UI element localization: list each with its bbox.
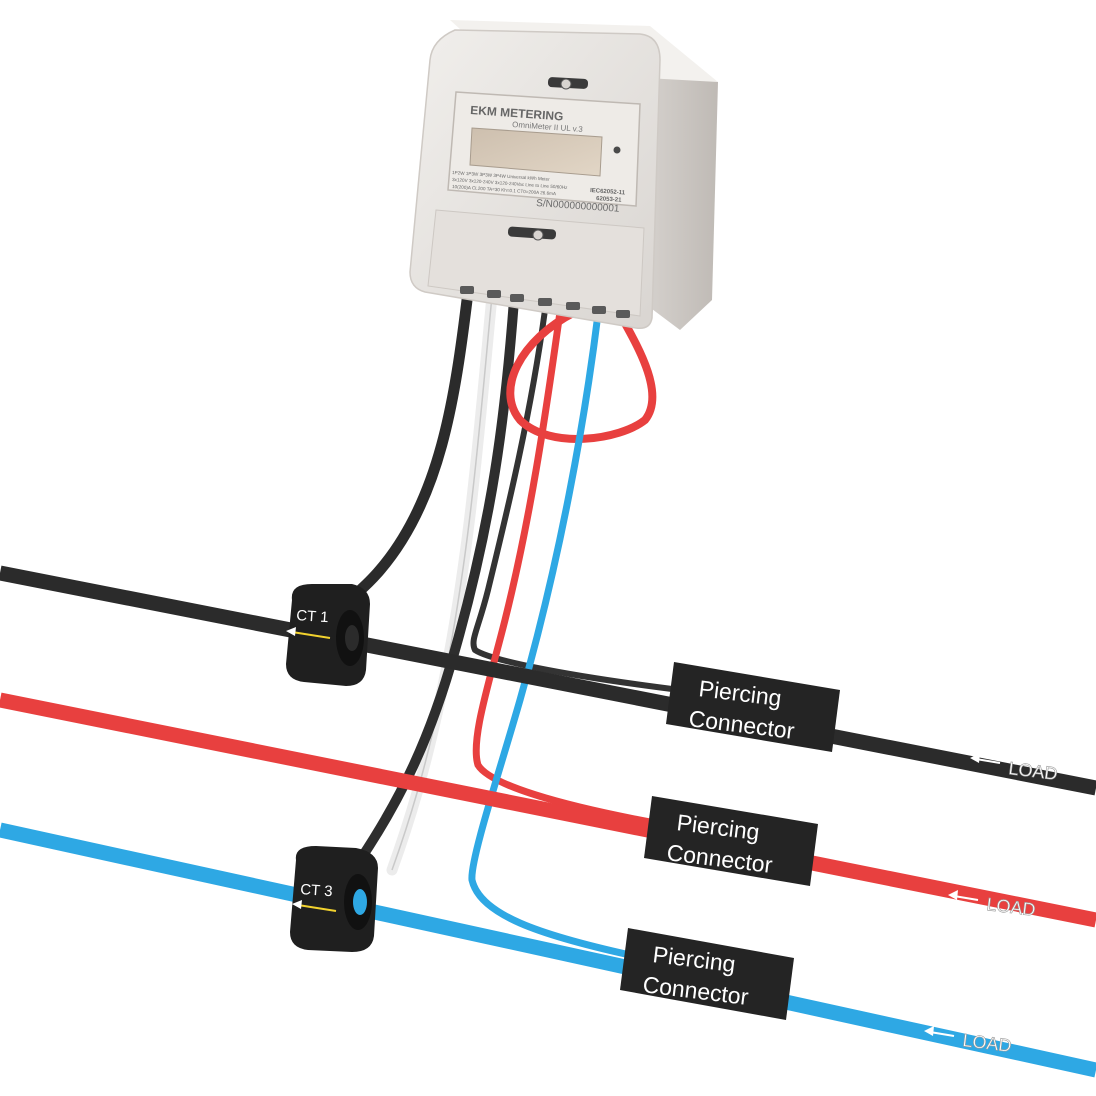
meter-brand: EKM METERING (470, 103, 564, 123)
load-arrow-icon (924, 1026, 955, 1037)
black-main-line (0, 565, 1096, 796)
energy-meter: EKM METERING OmniMeter II UL v.3 1P2W 1P… (409, 20, 718, 330)
meter-spec-1: 1P2W 1P3W 3P3W 3P4W Universal kWh Meter (452, 170, 550, 182)
ct3-label: CT 3 (300, 881, 333, 900)
meter-standard-1: IEC62052-11 (590, 188, 626, 196)
piercing-connector-2: Piercing Connector (644, 796, 818, 886)
load-text-blue: LOAD (962, 1030, 1013, 1056)
load-text-red: LOAD (986, 894, 1037, 920)
current-transformer-3: CT 3 (290, 846, 378, 952)
meter-leads (339, 286, 683, 959)
ct3-direction-arrow (292, 900, 337, 912)
main-conductors (0, 565, 1096, 1078)
red-main-line (0, 692, 1096, 928)
red-lead-loop (506, 308, 657, 443)
load-label-red: LOAD (948, 890, 1037, 920)
current-transformer-1: CT 1 (286, 584, 370, 686)
meter-lcd (469, 127, 603, 177)
meter-standard-2: 62053-21 (596, 196, 622, 204)
load-text-black: LOAD (1008, 758, 1059, 784)
meter-pulse-led (613, 146, 621, 154)
ct1-label: CT 1 (296, 607, 329, 626)
piercing-connector-3: Piercing Connector (620, 928, 794, 1020)
load-arrow-icon (970, 753, 1001, 764)
black-lead-connector (470, 307, 683, 693)
black-lead-ct3 (355, 295, 519, 865)
ct1-direction-arrow (286, 627, 331, 639)
red-lead-connector (472, 308, 654, 826)
blue-lead-connector (468, 310, 634, 959)
load-arrow-icon (948, 890, 979, 901)
black-lead-ct1 (339, 286, 474, 611)
blue-main-line (0, 822, 1096, 1078)
piercing-connector-1: Piercing Connector (666, 662, 840, 752)
